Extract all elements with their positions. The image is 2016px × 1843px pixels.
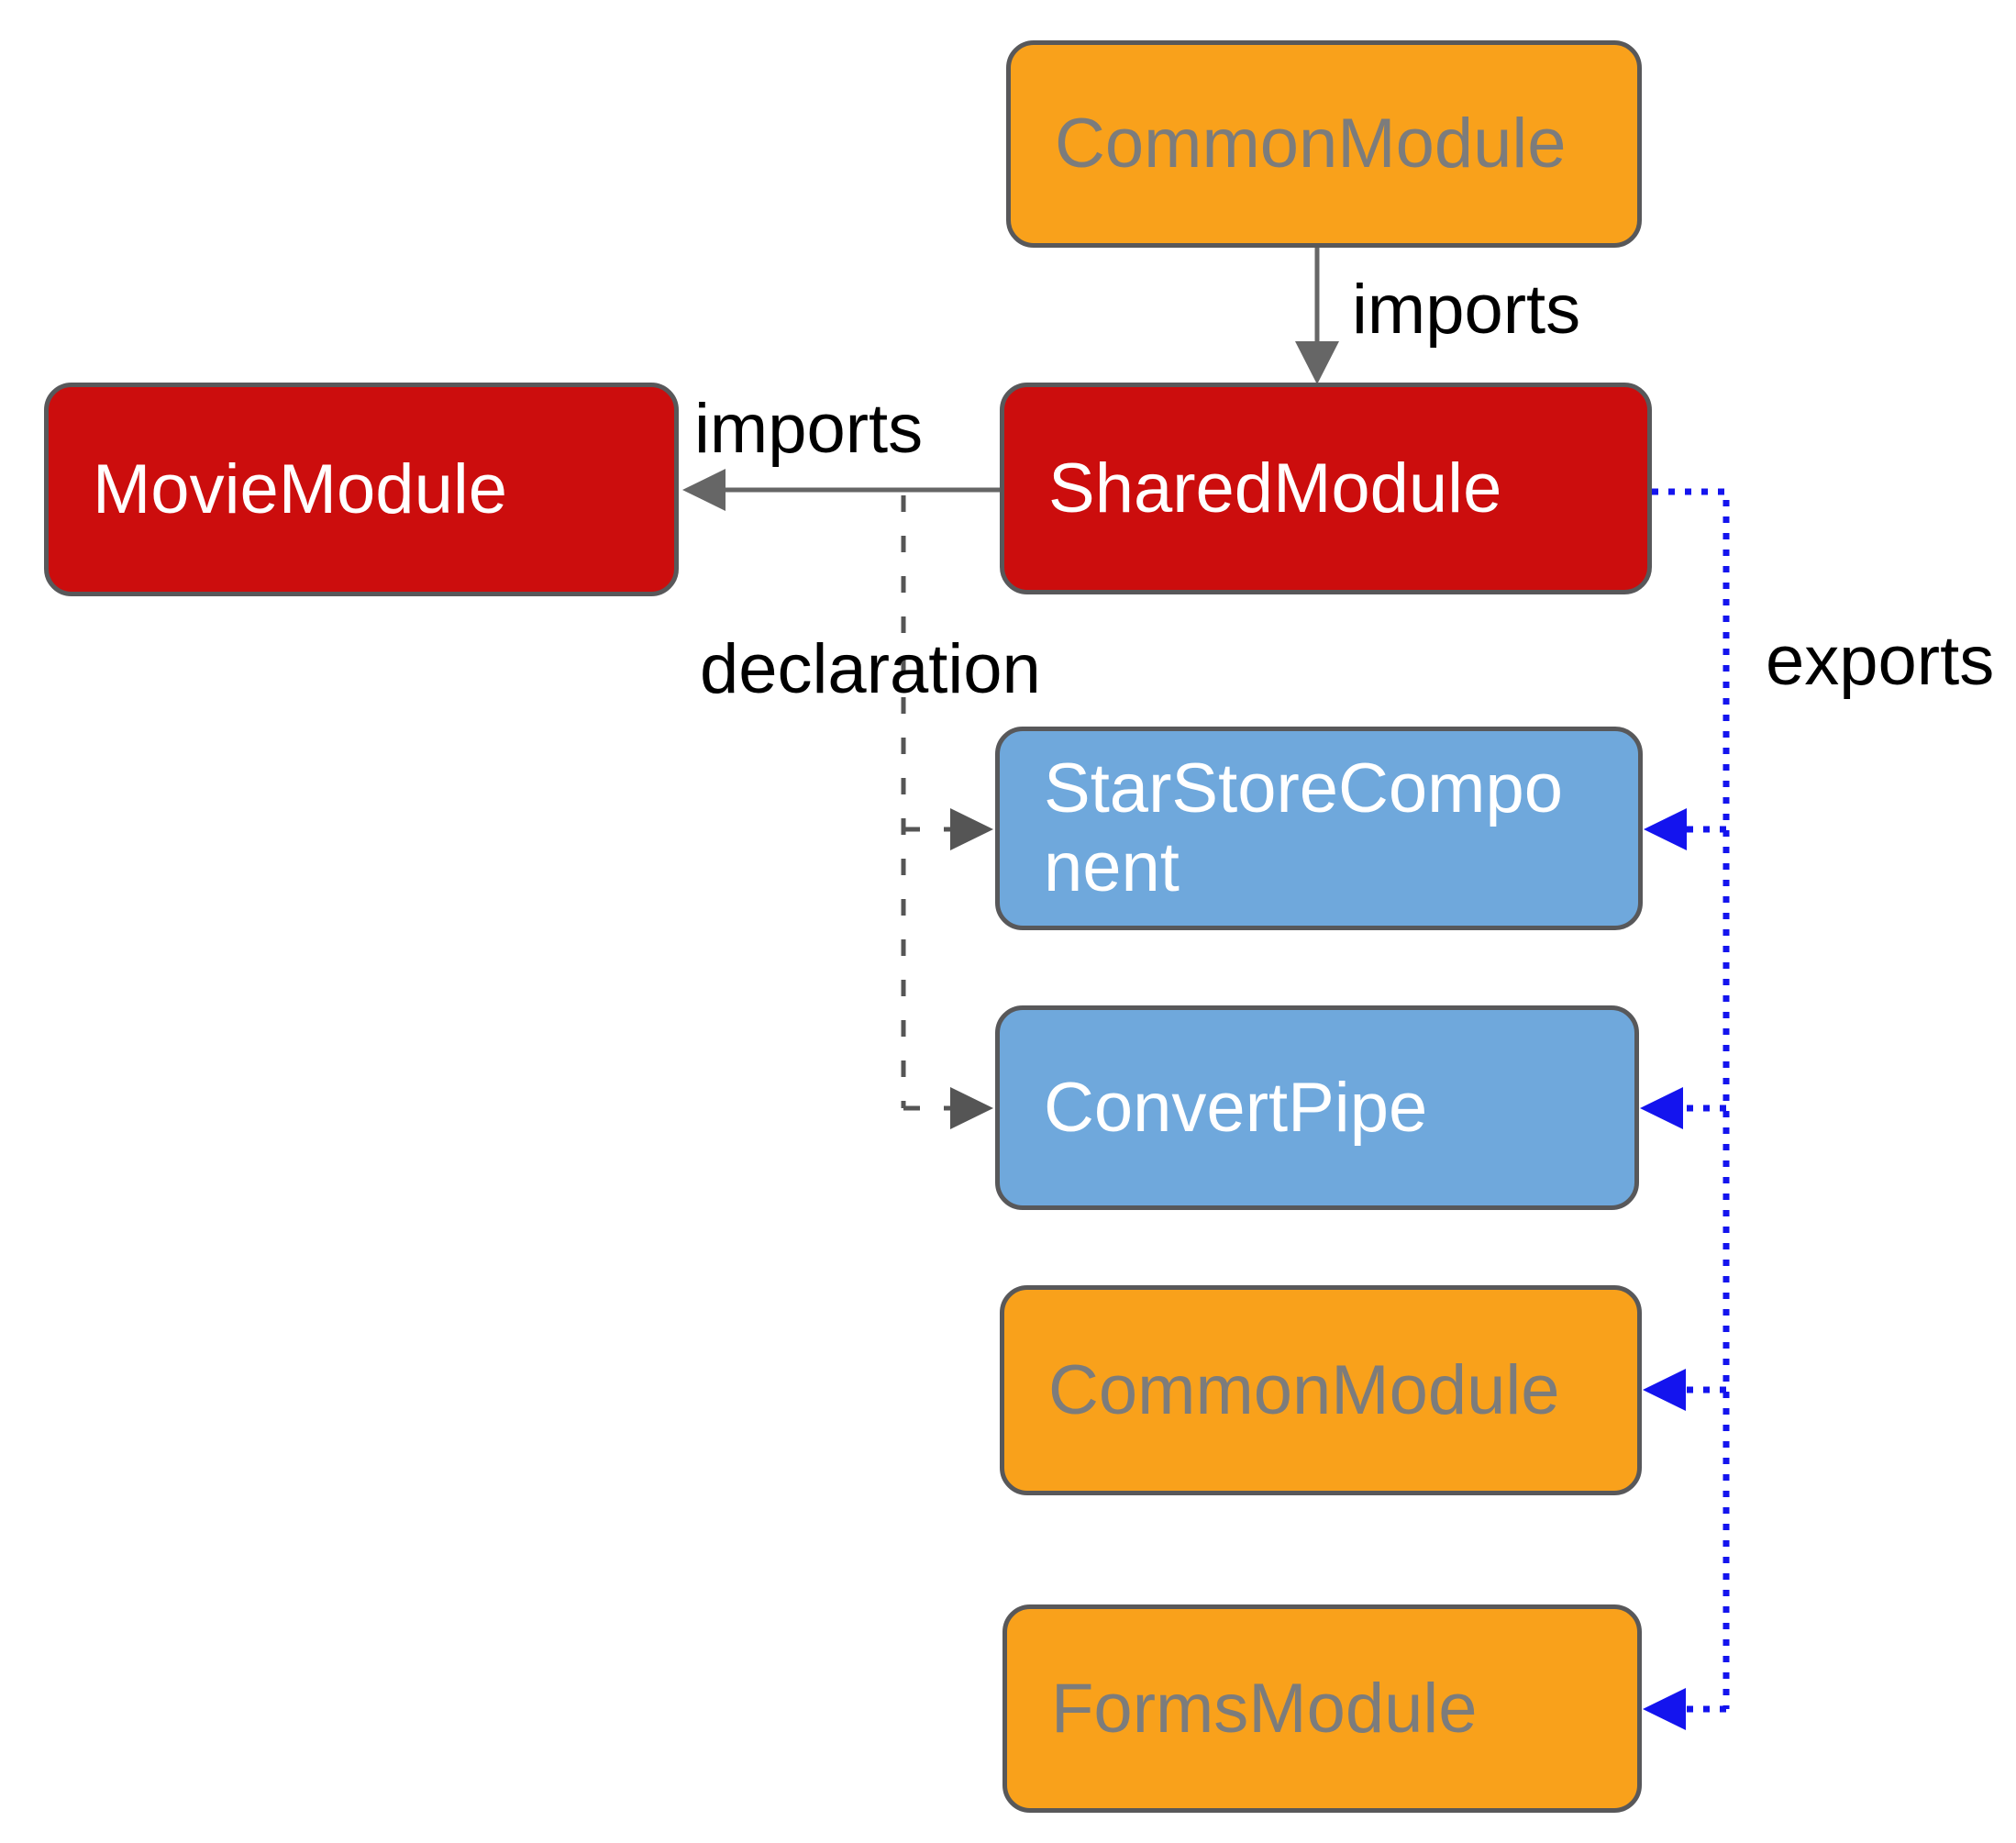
node-forms-module: FormsModule bbox=[1002, 1604, 1642, 1813]
edge-label-imports-movie: imports bbox=[694, 390, 924, 468]
node-label: FormsModule bbox=[1051, 1669, 1478, 1748]
arrowhead-exports-commonmodule bbox=[1643, 1369, 1686, 1411]
node-common-module-top: CommonModule bbox=[1006, 40, 1642, 248]
arrowhead-imports-horizontal bbox=[682, 469, 726, 511]
arrowhead-exports-formsmodule bbox=[1643, 1688, 1686, 1730]
node-label: SharedModule bbox=[1048, 449, 1502, 527]
edge-exports-dotted bbox=[1640, 488, 1730, 1730]
edge-label-imports-top: imports bbox=[1352, 271, 1581, 349]
arrowhead-exports-convertpipe bbox=[1640, 1087, 1683, 1129]
node-label: StarStoreComponent bbox=[1044, 749, 1564, 906]
node-movie-module: MovieModule bbox=[44, 383, 679, 596]
node-shared-module: SharedModule bbox=[1000, 383, 1652, 594]
edge-label-exports: exports bbox=[1766, 622, 1995, 700]
arrowhead-exports-starstore bbox=[1644, 808, 1687, 850]
arrowhead-declaration-convertpipe bbox=[950, 1087, 993, 1129]
node-label: CommonModule bbox=[1055, 105, 1567, 183]
edge-declaration-dashed bbox=[901, 495, 993, 1129]
edge-label-declaration: declaration bbox=[700, 630, 1041, 708]
node-label: CommonModule bbox=[1048, 1350, 1560, 1429]
edge-imports-shared-to-movie bbox=[682, 469, 1000, 511]
arrowhead-declaration-starstore bbox=[950, 808, 993, 850]
node-star-store-component: StarStoreComponent bbox=[995, 727, 1643, 930]
node-convert-pipe: ConvertPipe bbox=[995, 1005, 1639, 1210]
arrowhead-imports-vertical bbox=[1295, 341, 1339, 384]
edge-imports-common-to-shared bbox=[1295, 248, 1339, 384]
node-label: MovieModule bbox=[93, 450, 507, 528]
node-common-module-bottom: CommonModule bbox=[1000, 1285, 1642, 1495]
node-label: ConvertPipe bbox=[1044, 1068, 1428, 1147]
